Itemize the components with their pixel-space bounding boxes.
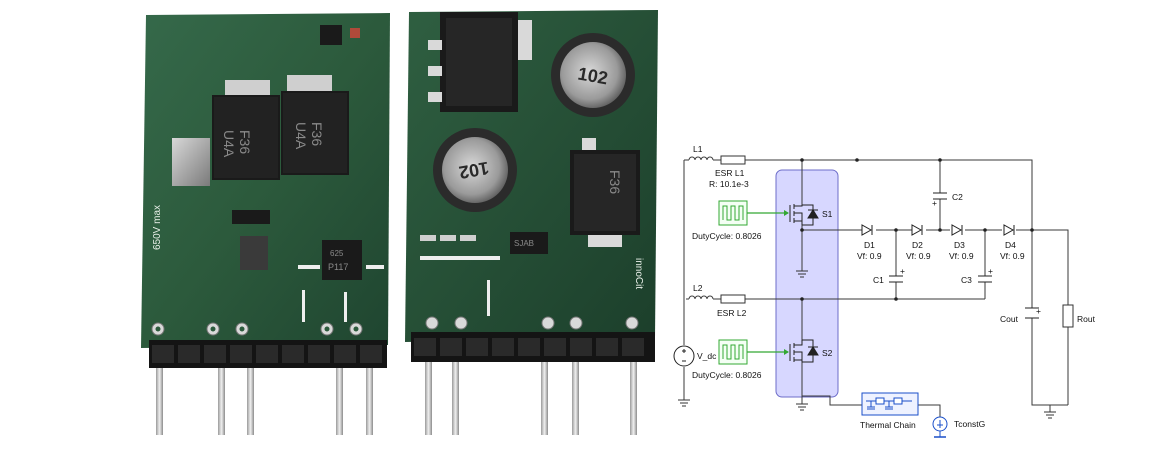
pcb-photo-front: F36 U4A F36 U4A 625 P117 650V max	[141, 13, 390, 435]
capacitor-c2	[933, 192, 947, 200]
label-c3: C3	[961, 275, 972, 285]
svg-text:U4A: U4A	[221, 130, 237, 158]
resistor-esr-l2	[720, 294, 746, 304]
svg-text:SJAB: SJAB	[514, 239, 534, 248]
chip-tab	[287, 75, 332, 93]
electrolytic-component	[240, 236, 268, 270]
svg-text:U4A: U4A	[293, 122, 309, 150]
label-s2: S2	[822, 348, 833, 358]
mosfet-s1	[789, 204, 819, 226]
voltage-rating-text: 650V max	[152, 205, 163, 250]
inductor-2: 102	[433, 128, 517, 212]
gate-signal-2	[718, 339, 789, 365]
label-esr-l2: ESR L2	[717, 308, 747, 318]
diode-d1	[861, 224, 873, 236]
metal-capacitor	[172, 138, 210, 186]
label-cout: Cout	[1000, 314, 1019, 324]
label-esr-l1-value: R: 10.1e-3	[709, 179, 749, 189]
label-c2: C2	[952, 192, 963, 202]
label-c1: C1	[873, 275, 884, 285]
diode-d4	[1003, 224, 1015, 236]
power-chip-2: F36 U4A	[281, 91, 349, 175]
label-dutycycle-1: DutyCycle: 0.8026	[692, 231, 762, 241]
inductor-L1	[688, 156, 721, 161]
inductor-1: 102	[551, 33, 635, 117]
label-s1: S1	[822, 209, 833, 219]
small-ic	[510, 232, 548, 254]
label-dutycycle-2: DutyCycle: 0.8026	[692, 370, 762, 380]
label-rout: Rout	[1077, 314, 1096, 324]
switch-highlight-box	[775, 169, 839, 398]
thermal-source-tconst	[932, 416, 948, 438]
pcb-photo-back: 102 102 F36 SJAB innoCit	[405, 10, 658, 435]
svg-text:625: 625	[330, 249, 344, 258]
label-tconstg: TconstG	[954, 419, 985, 429]
brand-text: innoCit	[633, 258, 644, 289]
resistor-esr-l1	[720, 155, 746, 165]
thermal-chain-block	[861, 392, 919, 416]
inductor-L2	[688, 295, 721, 300]
label-thermal-chain: Thermal Chain	[860, 420, 916, 430]
svg-text:F36: F36	[237, 130, 253, 154]
dc-voltage-source	[673, 345, 695, 367]
svg-text:F36: F36	[309, 122, 325, 146]
power-chip-1: F36 U4A	[212, 95, 280, 180]
capacitor-cout	[1025, 307, 1039, 319]
chip-tab	[225, 80, 270, 98]
svg-text:+: +	[900, 266, 905, 276]
svg-text:P117: P117	[328, 262, 348, 272]
optocoupler	[322, 240, 362, 280]
header-pins	[156, 360, 373, 435]
mosfet-s2	[789, 339, 819, 363]
capacitor-c3	[978, 275, 992, 283]
label-d4: D4	[1005, 240, 1016, 250]
diode-d2	[911, 224, 923, 236]
label-vf-d4: Vf: 0.9	[1000, 251, 1025, 261]
label-vf-d1: Vf: 0.9	[857, 251, 882, 261]
label-vf-d3: Vf: 0.9	[949, 251, 974, 261]
label-L1: L1	[693, 144, 703, 154]
label-d1: D1	[864, 240, 875, 250]
label-esr-l1: ESR L1	[715, 168, 745, 178]
circuit-schematic: L1 L2 ESR L1 R: 10.1e-3 ESR L2 DutyCycle…	[673, 144, 1096, 438]
resistor-rout	[1062, 304, 1074, 328]
diode-d3	[951, 224, 963, 236]
label-d3: D3	[954, 240, 965, 250]
header-pins	[425, 360, 637, 435]
label-vdc: V_dc	[697, 351, 717, 361]
svg-text:+: +	[1036, 306, 1041, 316]
svg-text:F36: F36	[607, 170, 623, 194]
capacitor-c1	[889, 275, 903, 283]
label-L2: L2	[693, 283, 703, 293]
small-component	[320, 25, 342, 45]
svg-text:+: +	[932, 198, 937, 208]
svg-text:+: +	[988, 266, 993, 276]
label-vf-d2: Vf: 0.9	[906, 251, 931, 261]
gate-signal-1	[718, 200, 789, 226]
label-d2: D2	[912, 240, 923, 250]
